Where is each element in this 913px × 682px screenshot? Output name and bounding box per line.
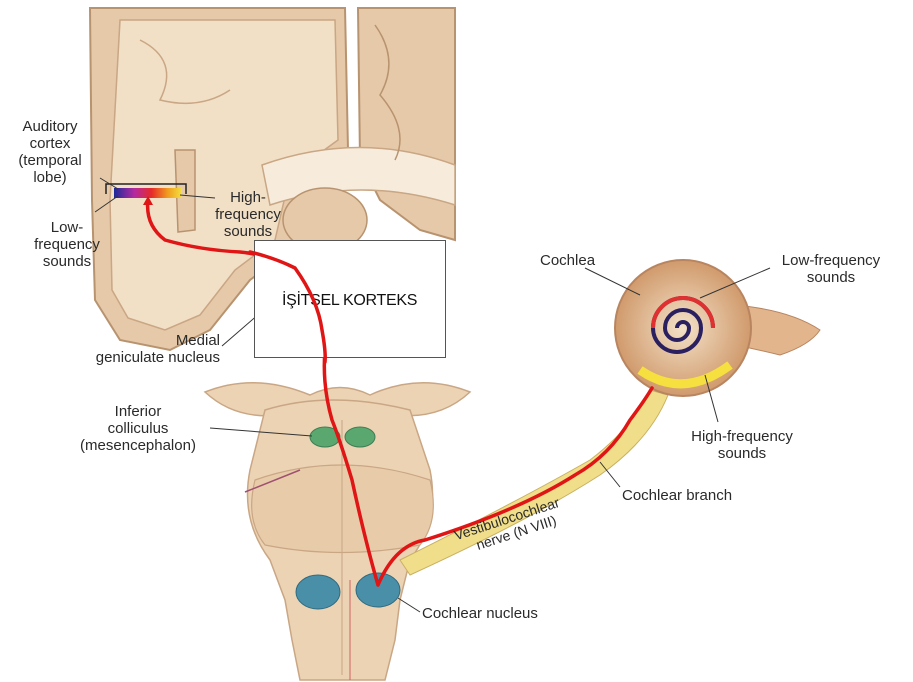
cochlea-outer	[615, 260, 751, 396]
cochlea-label: Cochlea	[540, 252, 595, 269]
right-cochlear-nucleus	[356, 573, 400, 607]
inferior-colliculus-label: Inferior colliculus (mesencephalon)	[64, 403, 212, 454]
left-cochlear-nucleus	[296, 575, 340, 609]
overlay-title: İŞİTSEL KORTEKS	[282, 292, 417, 310]
medial-geniculate-label: Medial geniculate nucleus	[80, 332, 220, 366]
low-frequency-left-label: Low- frequency sounds	[24, 219, 110, 270]
cochlear-branch-label: Cochlear branch	[622, 487, 732, 504]
cochlear-nucleus-label: Cochlear nucleus	[422, 605, 538, 622]
high-frequency-right-label: High-frequency sounds	[672, 428, 812, 462]
brainstem	[205, 383, 470, 680]
vestibulocochlear-nerve	[400, 390, 668, 575]
right-colliculus	[345, 427, 375, 447]
right-hemisphere	[358, 8, 455, 240]
auditory-cortex-label: Auditory cortex (temporal lobe)	[2, 118, 98, 186]
high-frequency-left-label: High- frequency sounds	[200, 189, 296, 240]
low-frequency-right-label: Low-frequency sounds	[772, 252, 890, 286]
